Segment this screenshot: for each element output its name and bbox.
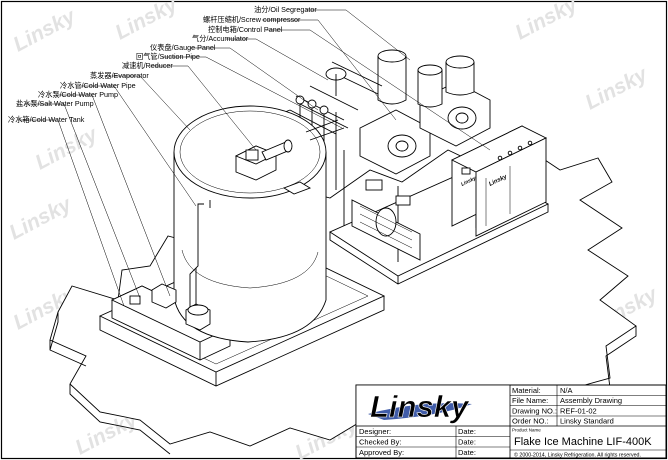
approved-date-label: Date: xyxy=(458,448,476,457)
product-name-label: Product Name xyxy=(512,428,541,433)
material-value: N/A xyxy=(560,386,573,395)
designer-label: Designer: xyxy=(359,427,391,436)
order-no-label: Order NO.: xyxy=(512,417,549,426)
callout-control-panel: 控制电箱/Control Panel xyxy=(208,25,283,34)
material-label: Material: xyxy=(512,386,541,395)
file-name-value: Assembly Drawing xyxy=(560,396,622,405)
checked-date-label: Date: xyxy=(458,438,476,447)
drawing-no-label: Drawing NO.: xyxy=(512,407,557,416)
logo-swoosh xyxy=(368,403,472,420)
checked-by-label: Checked By: xyxy=(359,438,402,447)
company-logo: Linsky xyxy=(370,389,470,424)
copyright-notice: © 2000-2014, Linsky Refrigeration. All r… xyxy=(514,452,641,459)
callout-salt-water-pump: 盐水泵/Salt Water Pump xyxy=(16,99,94,108)
callout-accumulator: 气分/Accumulator xyxy=(192,34,249,43)
callout-cold-water-pipe: 冷水管/Cold Water Pipe xyxy=(60,81,136,90)
callout-reducer: 减速机/Reducer xyxy=(122,61,173,70)
callout-oil-segregator: 油分/Oil Segregator xyxy=(254,5,317,14)
title-block: Linsky Material: N/A File Name: Assembly… xyxy=(355,384,667,459)
callout-gauge-panel: 仪表盘/Gauge Panel xyxy=(150,43,216,52)
callout-screw-compressor: 螺杆压缩机/Screw compressor xyxy=(203,15,301,24)
evaporator-skid xyxy=(98,105,386,387)
callout-cold-water-pump: 冷水泵/Cold Water Pump xyxy=(38,90,118,99)
order-no-value: Linsky Standard xyxy=(560,417,614,426)
callout-cold-water-tank: 冷水箱/Cold Water Tank xyxy=(8,115,85,124)
file-name-label: File Name: xyxy=(512,396,548,405)
drawing-no-value: REF-01-02 xyxy=(560,407,597,416)
callout-evaporator: 蒸发器/Evaporator xyxy=(90,71,149,80)
callout-suction-pipe: 回气管/Suction Pipe xyxy=(136,52,200,61)
product-name: Flake Ice Machine LIF-400K xyxy=(514,436,652,448)
callout-leaders xyxy=(18,9,491,307)
designer-date-label: Date: xyxy=(458,427,476,436)
approved-by-label: Approved By: xyxy=(359,448,404,457)
